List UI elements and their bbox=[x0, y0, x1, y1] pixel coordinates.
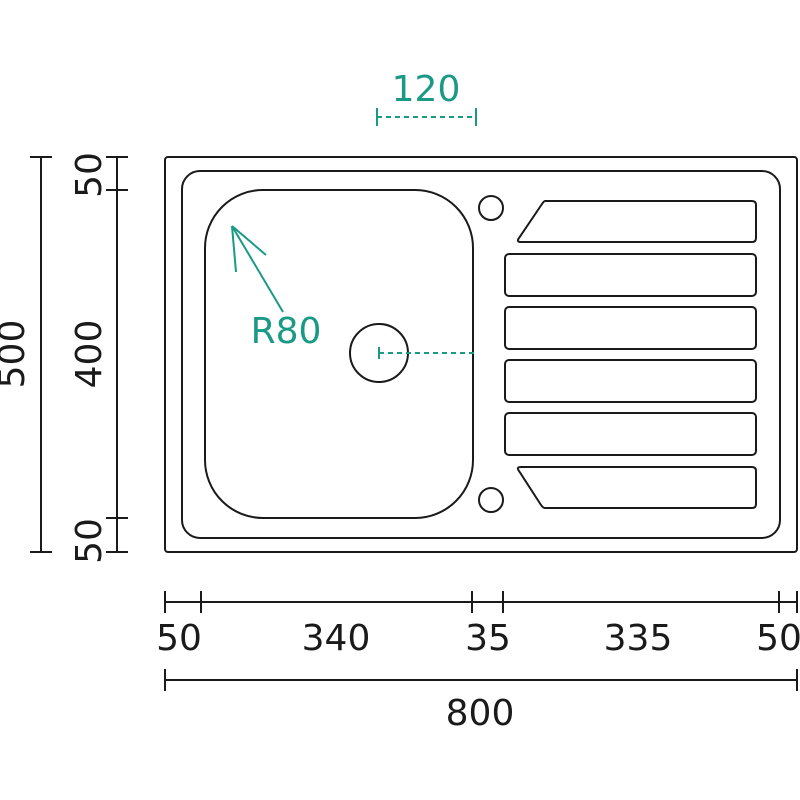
drainer-rib bbox=[504, 253, 757, 297]
corner-radius-annotation: R80 bbox=[231, 225, 322, 352]
segment-right-margin-label: 50 bbox=[756, 618, 800, 659]
sink-outline bbox=[164, 156, 798, 553]
drain-offset-label: 120 bbox=[392, 69, 461, 110]
segment-left-margin-label: 50 bbox=[156, 618, 202, 659]
segment-gap-label: 35 bbox=[465, 618, 511, 659]
bowl bbox=[204, 189, 474, 519]
total-width-label: 800 bbox=[446, 693, 515, 734]
drainer-rib-top bbox=[516, 200, 757, 243]
radius-leader-line bbox=[231, 225, 284, 313]
drainer-rib bbox=[504, 359, 757, 403]
width-segments-dimension: 50 340 35 335 50 bbox=[156, 591, 800, 659]
radius-arrowhead bbox=[231, 225, 237, 273]
bowl-height-label: 400 bbox=[69, 320, 110, 389]
sink-inner-rim bbox=[181, 170, 781, 539]
radius-arrowhead bbox=[231, 225, 267, 256]
drainer-ribs bbox=[504, 200, 757, 509]
tap-hole-top bbox=[478, 195, 504, 221]
corner-radius-label: R80 bbox=[251, 311, 322, 352]
drain-center-marker bbox=[378, 347, 474, 359]
total-height-dimension: 500 bbox=[0, 156, 52, 553]
overflow-hole bbox=[478, 487, 504, 513]
total-height-label: 500 bbox=[0, 320, 33, 389]
segment-drainer-width-label: 335 bbox=[604, 618, 673, 659]
inner-height-dimension: 50 400 50 bbox=[69, 152, 128, 564]
total-width-dimension: 800 bbox=[164, 669, 798, 734]
drainer-rib bbox=[504, 412, 757, 456]
top-margin-label: 50 bbox=[69, 152, 110, 198]
drainer-rib-bottom bbox=[516, 466, 757, 509]
bottom-margin-label: 50 bbox=[69, 518, 110, 564]
drainer-rib bbox=[504, 306, 757, 350]
segment-bowl-width-label: 340 bbox=[302, 618, 371, 659]
drain-offset-dimension: 120 bbox=[376, 69, 477, 126]
sink-outer-edge bbox=[164, 156, 798, 553]
